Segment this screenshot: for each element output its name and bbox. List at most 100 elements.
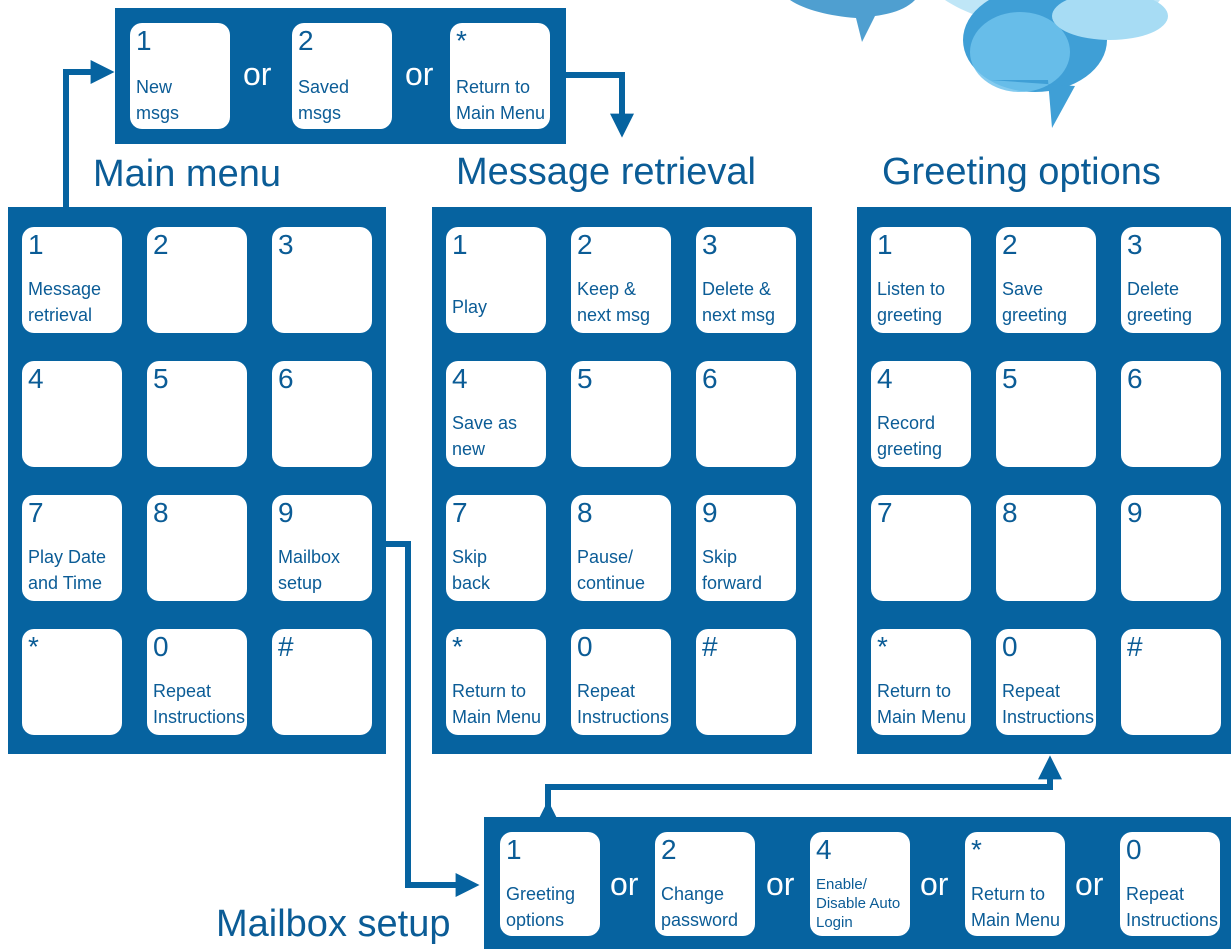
main-menu-key-3[interactable]: 3 <box>272 227 372 333</box>
message-retrieval-title: Message retrieval <box>456 151 756 193</box>
key-label: Instructions <box>153 707 246 727</box>
key-label: and Time <box>28 573 103 593</box>
key-label: Play Date <box>28 547 107 567</box>
key-number: 3 <box>278 229 294 260</box>
main-menu-key-5[interactable]: 5 <box>147 361 247 467</box>
key-label: Main Menu <box>452 707 542 727</box>
key-number: 3 <box>1127 229 1143 260</box>
key-number: 1 <box>28 229 44 260</box>
key-number: 8 <box>1002 497 1018 528</box>
greeting-options-key-9[interactable]: 9 <box>1121 495 1221 601</box>
key-label: next msg <box>577 305 651 325</box>
greeting-options-key-8[interactable]: 8 <box>996 495 1096 601</box>
key-label: Repeat <box>577 681 636 701</box>
main-menu-key-8[interactable]: 8 <box>147 495 247 601</box>
message-retrieval-key-5[interactable]: 5 <box>571 361 671 467</box>
greeting-options-title: Greeting options <box>882 151 1161 193</box>
main-menu-key-4[interactable]: 4 <box>22 361 122 467</box>
or-label: or <box>766 866 795 902</box>
or-label: or <box>405 56 434 92</box>
key-label: greeting <box>1002 305 1068 325</box>
key-label: Skip <box>702 547 738 567</box>
key-label: Delete <box>1127 279 1180 299</box>
key-label: Repeat <box>1126 884 1185 904</box>
key-label: greeting <box>877 439 943 459</box>
key-label: Main Menu <box>456 103 546 123</box>
key-number: 4 <box>816 834 832 865</box>
message-retrieval-key-hash[interactable]: # <box>696 629 796 735</box>
main-menu-key-2[interactable]: 2 <box>147 227 247 333</box>
key-label: Repeat <box>153 681 212 701</box>
key-label: Pause/ <box>577 547 634 567</box>
key-label: setup <box>278 573 323 593</box>
main-menu-key-hash[interactable]: # <box>272 629 372 735</box>
key-number: 6 <box>278 363 294 394</box>
key-label: options <box>506 910 565 930</box>
key-number: * <box>28 631 39 662</box>
main-menu-key-6[interactable]: 6 <box>272 361 372 467</box>
key-number: 3 <box>702 229 718 260</box>
key-label: Enable/ <box>816 876 867 893</box>
key-label: Login <box>816 914 853 931</box>
key-number: 0 <box>577 631 593 662</box>
key-label: Keep & <box>577 279 637 299</box>
message-retrieval-key-6[interactable]: 6 <box>696 361 796 467</box>
key-label: msgs <box>136 103 180 123</box>
key-number: * <box>971 834 982 865</box>
key-number: 5 <box>577 363 593 394</box>
key-label: Save <box>1002 279 1044 299</box>
key-label: Change <box>661 884 725 904</box>
greeting-options-key-7[interactable]: 7 <box>871 495 971 601</box>
key-label: Instructions <box>1002 707 1095 727</box>
greeting-options-key-6[interactable]: 6 <box>1121 361 1221 467</box>
key-label: Return to <box>452 681 527 701</box>
key-number: 4 <box>877 363 893 394</box>
key-label: Disable Auto <box>816 895 901 912</box>
key-number: 0 <box>153 631 169 662</box>
key-number: 1 <box>877 229 893 260</box>
greeting-options-key-hash[interactable]: # <box>1121 629 1221 735</box>
key-number: 7 <box>452 497 468 528</box>
main-menu-title: Main menu <box>93 153 281 195</box>
key-number: # <box>702 631 718 662</box>
key-number: 8 <box>153 497 169 528</box>
key-number: 7 <box>28 497 44 528</box>
greeting-options-key-5[interactable]: 5 <box>996 361 1096 467</box>
key-number: 2 <box>298 25 314 56</box>
key-number: 6 <box>1127 363 1143 394</box>
key-number: 8 <box>577 497 593 528</box>
key-number: 1 <box>136 25 152 56</box>
key-label: greeting <box>877 305 943 325</box>
key-label: Instructions <box>577 707 670 727</box>
key-label: back <box>452 573 491 593</box>
main-menu-key-star[interactable]: * <box>22 629 122 735</box>
or-label: or <box>243 56 272 92</box>
